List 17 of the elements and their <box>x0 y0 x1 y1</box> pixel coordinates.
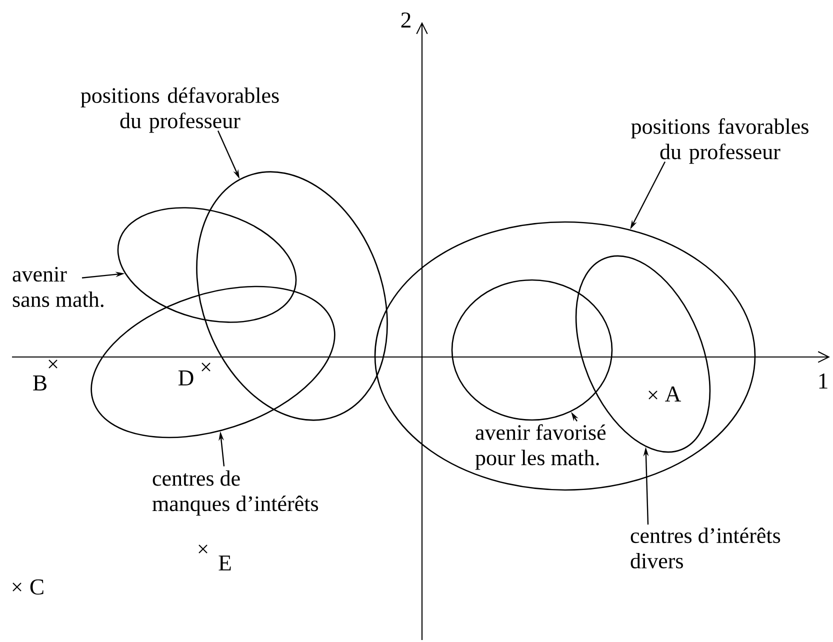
callout-text: centres de manques d’intérêts <box>152 470 318 516</box>
axis-label: 2 <box>401 12 410 28</box>
point-label: B <box>33 376 46 390</box>
point-label: C <box>30 579 44 595</box>
point-label: A <box>665 386 682 402</box>
ellipse-region <box>451 279 613 421</box>
ellipse-region <box>196 171 388 421</box>
point-label: E <box>218 556 231 570</box>
axis-label: 1 <box>819 374 828 388</box>
callout-text: avenir favorisé pour les math. <box>475 424 606 470</box>
callout-text: avenir sans math. <box>12 266 104 308</box>
ellipse-region <box>374 221 756 491</box>
ellipse-region <box>117 207 297 323</box>
point-label: D <box>178 370 194 386</box>
callout-text: centres d’intérêts divers <box>630 528 780 568</box>
callout-text: positions favorables du professeur <box>631 118 808 164</box>
callout-text: positions défavorables du professeur <box>80 87 279 133</box>
